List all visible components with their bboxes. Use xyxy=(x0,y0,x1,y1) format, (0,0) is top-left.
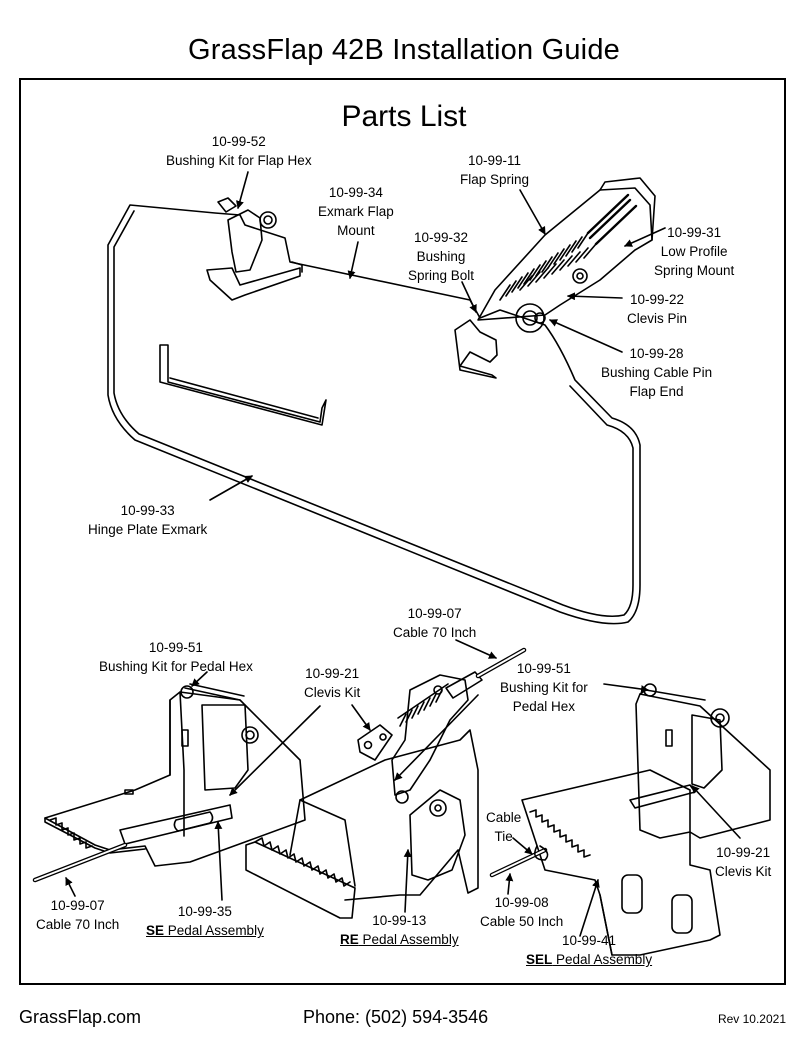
label-cable-50: 10-99-08 Cable 50 Inch xyxy=(480,895,564,929)
label-bushing-pedal-hex-left: 10-99-51 Bushing Kit for Pedal Hex xyxy=(99,640,253,674)
label-bushing-flap-hex: 10-99-52 Bushing Kit for Flap Hex xyxy=(166,134,312,168)
label-clevis-pin: 10-99-22 Clevis Pin xyxy=(627,292,688,326)
label-re-pedal: 10-99-13 RE Pedal Assembly xyxy=(340,913,459,947)
label-exmark-flap-mount: 10-99-34 Exmark Flap Mount xyxy=(318,185,394,238)
label-bushing-cable-pin: 10-99-28 Bushing Cable Pin Flap End xyxy=(601,346,713,399)
website-link[interactable]: GrassFlap.com xyxy=(19,1007,142,1027)
revision-label: Rev 10.2021 xyxy=(717,1012,786,1026)
label-cable-70-left: 10-99-07 Cable 70 Inch xyxy=(36,898,120,932)
page-title: GrassFlap 42B Installation Guide xyxy=(188,34,620,66)
hinge-plate-drawing xyxy=(107,177,656,625)
label-bushing-spring-bolt: 10-99-32 Bushing Spring Bolt xyxy=(408,230,475,283)
label-clevis-kit-mid: 10-99-21 Clevis Kit xyxy=(304,666,361,700)
parts-list-heading: Parts List xyxy=(341,100,467,133)
label-hinge-plate: 10-99-33 Hinge Plate Exmark xyxy=(88,503,208,537)
label-sel-pedal: 10-99-41 SEL Pedal Assembly xyxy=(526,933,653,967)
label-bushing-pedal-hex-right: 10-99-51 Bushing Kit for Pedal Hex xyxy=(500,661,588,714)
parts-frame xyxy=(19,78,786,985)
label-se-pedal: 10-99-35 SE Pedal Assembly xyxy=(146,904,264,938)
re-pedal-drawing xyxy=(245,647,527,919)
phone-number: Phone: (502) 594-3546 xyxy=(303,1007,489,1027)
label-flap-spring: 10-99-11 Flap Spring xyxy=(460,153,530,187)
label-cable-70-top: 10-99-07 Cable 70 Inch xyxy=(393,606,477,640)
label-clevis-kit-right: 10-99-21 Clevis Kit xyxy=(715,845,772,879)
label-low-profile-spring-mount: 10-99-31 Low Profile Spring Mount xyxy=(654,225,735,278)
se-pedal-drawing xyxy=(32,683,306,883)
label-cable-tie: Cable Tie xyxy=(486,810,522,844)
